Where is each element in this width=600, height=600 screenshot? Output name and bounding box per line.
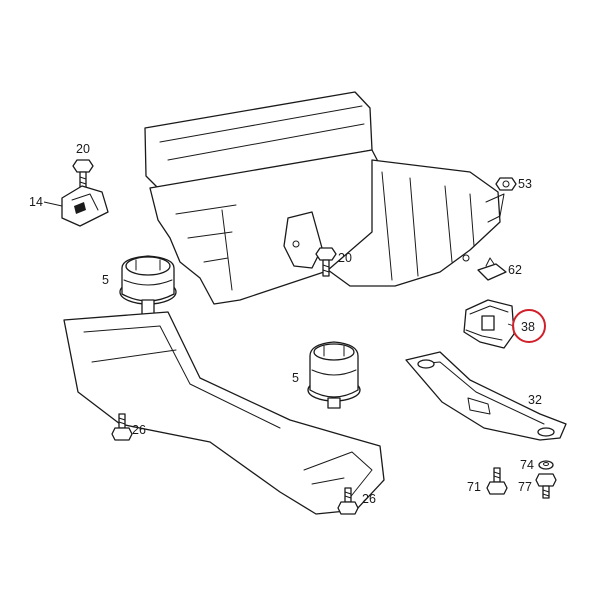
front-crossmember (63, 311, 385, 515)
label-32: 32 (528, 393, 542, 407)
label-38: 38 (521, 320, 535, 334)
bracket-14 (61, 185, 109, 227)
label-20-upper: 20 (76, 142, 90, 156)
label-62: 62 (508, 263, 522, 277)
bolt-20-upper (72, 159, 94, 191)
label-5-center: 5 (292, 371, 299, 385)
label-26-lower: 26 (362, 492, 376, 506)
transmission-mount-38[interactable] (463, 299, 515, 349)
engine-mount-5-center (307, 341, 361, 409)
washer-74 (538, 460, 554, 470)
rear-crossmember-32 (405, 351, 567, 441)
label-20-middle: 20 (338, 251, 352, 265)
clip-62 (477, 257, 507, 281)
highlight-circle-38 (512, 309, 546, 343)
label-14: 14 (29, 195, 43, 209)
leader-14 (43, 201, 63, 207)
bolt-26-left (111, 413, 133, 441)
label-53: 53 (518, 177, 532, 191)
label-77: 77 (518, 480, 532, 494)
label-26-left: 26 (132, 423, 146, 437)
bolt-26-lower (337, 487, 359, 515)
stud-71 (486, 467, 508, 495)
bolt-20-middle (315, 247, 337, 277)
label-74: 74 (520, 458, 534, 472)
engine-block (144, 91, 505, 305)
label-71: 71 (467, 480, 481, 494)
label-5-left: 5 (102, 273, 109, 287)
nut-53 (495, 177, 517, 191)
bolt-77 (535, 473, 557, 499)
